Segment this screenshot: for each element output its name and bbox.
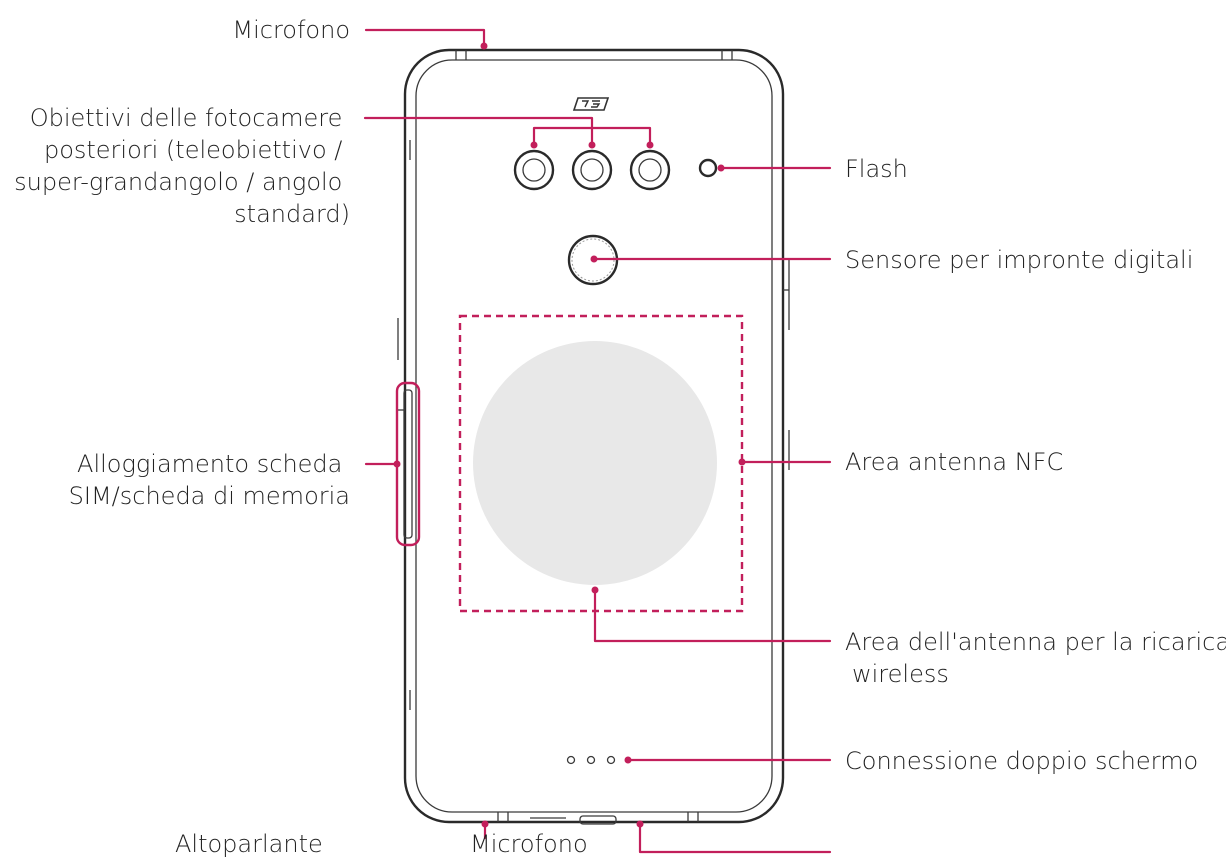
leader-lines bbox=[363, 28, 832, 854]
label-sim-tray-line-2: SIM/scheda di memoria bbox=[69, 482, 350, 510]
leader-dot-fingerprint bbox=[590, 255, 598, 263]
label-wireless-charging-line-1: Area dell'antenna per la ricarica bbox=[845, 628, 1226, 656]
label-rear-cameras-line-4: standard) bbox=[234, 200, 350, 228]
leader-dot-camera-middle bbox=[588, 141, 596, 149]
leader-dot-sim-tray bbox=[393, 460, 401, 468]
leader-wireless-charging bbox=[593, 588, 832, 643]
label-nfc: Area antenna NFC bbox=[845, 448, 1063, 476]
leader-dot-dual-screen bbox=[624, 756, 632, 764]
leader-dot-camera-left bbox=[530, 141, 538, 149]
camera-lens-right bbox=[629, 149, 671, 191]
label-rear-cameras-line-3: super-grandangolo / angolo bbox=[14, 168, 342, 196]
leader-dot-microphone-bottom bbox=[636, 820, 644, 828]
label-rear-cameras: Obiettivi delle fotocamere posteriori (t… bbox=[14, 104, 350, 228]
leader-rear-cameras-branch bbox=[532, 126, 652, 145]
label-rear-cameras-line-2: posteriori (teleobiettivo / bbox=[44, 136, 342, 164]
dual-screen-pins bbox=[566, 755, 616, 765]
leader-dot-flash bbox=[717, 164, 725, 172]
flash-icon bbox=[698, 158, 718, 178]
label-microphone-bottom: Microfono bbox=[470, 830, 588, 858]
label-wireless-charging-line-2: wireless bbox=[852, 660, 949, 688]
wireless-charging-area bbox=[473, 341, 717, 585]
lg-v-logo-icon bbox=[572, 97, 610, 111]
label-sim-tray: Alloggiamento scheda SIM/scheda di memor… bbox=[69, 450, 350, 510]
leader-microphone-top bbox=[364, 28, 486, 50]
camera-lens-left bbox=[513, 149, 555, 191]
label-dual-screen: Connessione doppio schermo bbox=[845, 747, 1198, 775]
label-rear-cameras-line-1: Obiettivi delle fotocamere bbox=[30, 104, 343, 132]
rear-camera-lenses bbox=[513, 149, 671, 191]
leader-microphone-bottom bbox=[638, 822, 832, 854]
leader-dot-microphone-top bbox=[480, 42, 488, 50]
label-microphone-top: Microfono bbox=[232, 16, 350, 44]
leader-rear-cameras bbox=[363, 116, 594, 145]
label-speaker: Altoparlante bbox=[175, 830, 323, 858]
phone-body bbox=[397, 48, 790, 825]
camera-lens-middle bbox=[571, 149, 613, 191]
label-sim-tray-line-1: Alloggiamento scheda bbox=[77, 450, 342, 478]
leader-dot-nfc bbox=[738, 458, 746, 466]
leader-dot-wireless-charging bbox=[591, 586, 599, 594]
label-wireless-charging: Area dell'antenna per la ricarica wirele… bbox=[845, 628, 1226, 688]
leader-dot-speaker bbox=[481, 820, 489, 828]
leader-dot-camera-right bbox=[646, 141, 654, 149]
label-flash: Flash bbox=[845, 155, 908, 183]
label-fingerprint: Sensore per impronte digitali bbox=[845, 246, 1193, 274]
